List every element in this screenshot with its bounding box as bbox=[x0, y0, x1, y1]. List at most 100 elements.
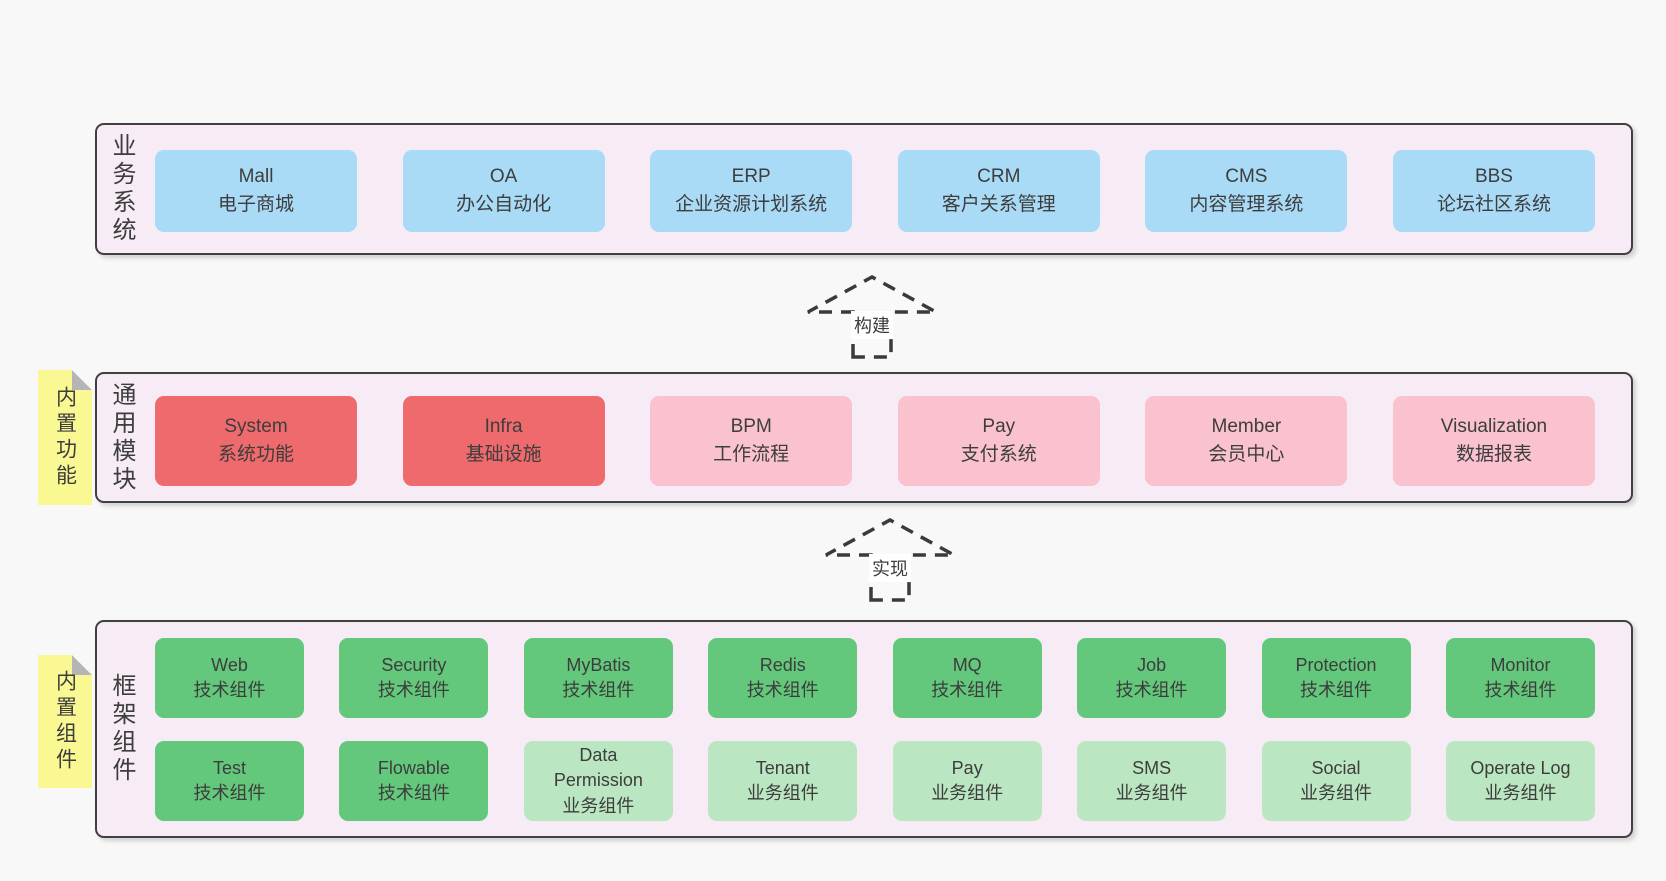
sticky-note-built-in-features: 内置功能 bbox=[38, 370, 92, 505]
box-subtitle: 技术组件 bbox=[193, 783, 266, 803]
box-subtitle: 办公自动化 bbox=[456, 194, 552, 215]
box-subtitle: 技术组件 bbox=[931, 680, 1004, 700]
framework-components-row-2: Test 技术组件 Flowable 技术组件 Data Permission … bbox=[155, 741, 1595, 821]
box-title: Operate Log bbox=[1470, 757, 1571, 778]
box-data-permission: Data Permission 业务组件 bbox=[523, 741, 673, 821]
arrow-implement-label: 实现 bbox=[869, 554, 911, 582]
box-subtitle: 技术组件 bbox=[377, 783, 450, 803]
box-title: BPM bbox=[730, 416, 772, 438]
box-subtitle: 基础设施 bbox=[465, 444, 542, 465]
common-modules-boxes: System 系统功能 Infra 基础设施 BPM 工作流程 Pay 支付系统… bbox=[155, 396, 1595, 486]
box-subtitle: 业务组件 bbox=[746, 783, 819, 803]
box-redis: Redis 技术组件 bbox=[708, 638, 858, 718]
box-title: SMS bbox=[1132, 757, 1172, 778]
box-security: Security 技术组件 bbox=[339, 638, 489, 718]
box-title: Pay bbox=[951, 757, 983, 778]
box-title: Social bbox=[1311, 757, 1361, 778]
box-sms: SMS 业务组件 bbox=[1077, 741, 1227, 821]
box-subtitle: 业务组件 bbox=[1300, 783, 1373, 803]
box-pay-module: Pay 支付系统 bbox=[897, 396, 1100, 486]
box-cms: CMS 内容管理系统 bbox=[1145, 150, 1348, 232]
box-tenant: Tenant 业务组件 bbox=[708, 741, 858, 821]
box-title: ERP bbox=[731, 166, 771, 188]
box-infra: Infra 基础设施 bbox=[402, 396, 605, 486]
box-member: Member 会员中心 bbox=[1145, 396, 1348, 486]
box-title: Tenant bbox=[755, 757, 810, 778]
box-operate-log: Operate Log 业务组件 bbox=[1445, 741, 1595, 821]
sticky-label: 内置功能 bbox=[53, 385, 77, 490]
business-systems-boxes: Mall 电子商城 OA 办公自动化 ERP 企业资源计划系统 CRM 客户关系… bbox=[155, 150, 1595, 232]
box-title: MQ bbox=[952, 654, 982, 675]
arrow-build-label: 构建 bbox=[851, 311, 893, 339]
box-job: Job 技术组件 bbox=[1077, 638, 1227, 718]
box-title: Visualization bbox=[1440, 416, 1548, 438]
box-flowable: Flowable 技术组件 bbox=[339, 741, 489, 821]
box-title: Redis bbox=[759, 654, 806, 675]
box-title: OA bbox=[489, 166, 518, 188]
box-subtitle: 工作流程 bbox=[713, 444, 790, 465]
band-business-systems: 业务系统 Mall 电子商城 OA 办公自动化 ERP 企业资源计划系统 CRM… bbox=[95, 123, 1633, 255]
box-subtitle: 技术组件 bbox=[377, 680, 450, 700]
box-subtitle: 技术组件 bbox=[746, 680, 819, 700]
framework-components-row-1: Web 技术组件 Security 技术组件 MyBatis 技术组件 Redi… bbox=[155, 638, 1595, 718]
box-title: Job bbox=[1137, 654, 1167, 675]
box-subtitle: 业务组件 bbox=[1115, 783, 1188, 803]
box-title: CRM bbox=[977, 166, 1021, 188]
box-subtitle: 系统功能 bbox=[217, 444, 294, 465]
box-protection: Protection 技术组件 bbox=[1261, 638, 1411, 718]
box-bbs: BBS 论坛社区系统 bbox=[1392, 150, 1595, 232]
box-mall: Mall 电子商城 bbox=[155, 150, 357, 232]
framework-components-rows: Web 技术组件 Security 技术组件 MyBatis 技术组件 Redi… bbox=[155, 638, 1595, 821]
box-web: Web 技术组件 bbox=[155, 638, 304, 718]
box-title: Pay bbox=[982, 416, 1016, 438]
box-title: Test bbox=[212, 757, 246, 778]
box-subtitle: 数据报表 bbox=[1455, 444, 1532, 465]
box-subtitle: 业务组件 bbox=[1484, 783, 1557, 803]
band-label-framework-components: 框架组件 bbox=[108, 673, 135, 785]
box-subtitle: 支付系统 bbox=[960, 444, 1037, 465]
box-subtitle: 客户关系管理 bbox=[941, 194, 1056, 215]
box-subtitle: 业务组件 bbox=[562, 795, 635, 816]
sticky-note-built-in-components: 内置组件 bbox=[38, 655, 92, 788]
box-social: Social 业务组件 bbox=[1261, 741, 1411, 821]
box-subtitle: 会员中心 bbox=[1208, 444, 1285, 465]
box-title: System bbox=[224, 416, 288, 438]
box-visualization: Visualization 数据报表 bbox=[1392, 396, 1595, 486]
box-title: Protection bbox=[1295, 654, 1377, 675]
band-framework-components: 框架组件 Web 技术组件 Security 技术组件 MyBatis 技术组件… bbox=[95, 620, 1633, 838]
box-subtitle: 企业资源计划系统 bbox=[675, 194, 828, 215]
box-subtitle: 技术组件 bbox=[193, 680, 266, 700]
arrow-implement: 实现 bbox=[824, 517, 956, 603]
box-mq: MQ 技术组件 bbox=[892, 638, 1042, 718]
band-common-modules: 通用模块 System 系统功能 Infra 基础设施 BPM 工作流程 Pay… bbox=[95, 372, 1633, 503]
sticky-label: 内置组件 bbox=[53, 669, 77, 774]
box-pay-component: Pay 业务组件 bbox=[892, 741, 1042, 821]
box-title: Security bbox=[381, 654, 447, 675]
box-bpm: BPM 工作流程 bbox=[650, 396, 853, 486]
box-subtitle: 内容管理系统 bbox=[1189, 194, 1304, 215]
box-subtitle: 技术组件 bbox=[1300, 680, 1373, 700]
box-title: Mall bbox=[238, 166, 274, 188]
box-system: System 系统功能 bbox=[155, 396, 357, 486]
box-monitor: Monitor 技术组件 bbox=[1445, 638, 1595, 718]
box-subtitle: 论坛社区系统 bbox=[1436, 194, 1551, 215]
box-subtitle: 技术组件 bbox=[1484, 680, 1557, 700]
box-subtitle: 业务组件 bbox=[931, 783, 1004, 803]
box-title: Data Permission bbox=[553, 745, 643, 791]
arrow-build: 构建 bbox=[806, 274, 938, 360]
box-title: Monitor bbox=[1490, 654, 1551, 675]
box-subtitle: 技术组件 bbox=[562, 680, 635, 700]
band-label-business-systems: 业务系统 bbox=[108, 133, 135, 245]
box-title: MyBatis bbox=[566, 654, 631, 675]
box-crm: CRM 客户关系管理 bbox=[897, 150, 1100, 232]
box-erp: ERP 企业资源计划系统 bbox=[650, 150, 853, 232]
box-title: CMS bbox=[1225, 166, 1268, 188]
box-test: Test 技术组件 bbox=[155, 741, 304, 821]
box-title: Flowable bbox=[377, 757, 450, 778]
box-title: Web bbox=[211, 654, 248, 675]
box-title: BBS bbox=[1474, 166, 1513, 188]
box-subtitle: 电子商城 bbox=[217, 194, 294, 215]
box-title: Infra bbox=[484, 416, 523, 438]
box-oa: OA 办公自动化 bbox=[402, 150, 605, 232]
